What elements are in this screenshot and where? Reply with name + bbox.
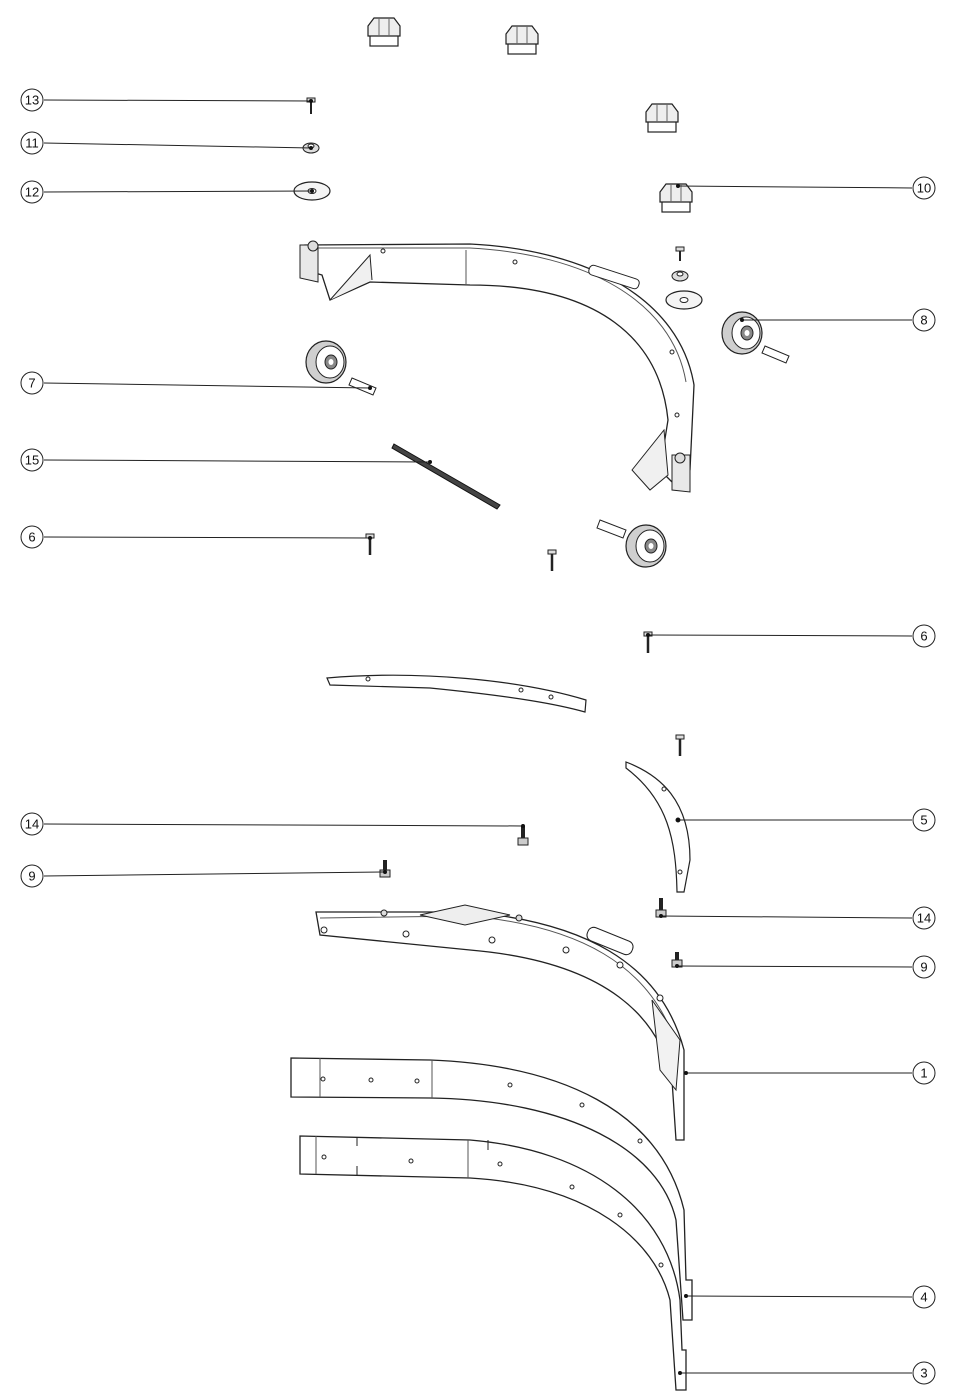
rod-part <box>391 443 501 510</box>
outer-band-part <box>290 1057 693 1321</box>
callout-label: 11 <box>25 136 39 151</box>
callout-bubble: 7 <box>20 371 44 395</box>
callout-bubble: 11 <box>20 131 44 155</box>
callout-bubble: 14 <box>20 812 44 836</box>
callout-bubble: 13 <box>20 88 44 112</box>
leader-line <box>660 915 913 919</box>
callout-bubble: 15 <box>20 448 44 472</box>
callout-label: 4 <box>920 1290 927 1305</box>
knob-part <box>659 183 693 213</box>
leader-line <box>43 142 312 149</box>
callout-label: 3 <box>920 1366 927 1381</box>
callout-bubble: 8 <box>912 308 936 332</box>
wheel-part <box>625 524 667 568</box>
leader-dot <box>309 99 313 103</box>
leader-dot <box>310 189 314 193</box>
bolt-part <box>379 860 391 878</box>
leader-dot <box>309 146 313 150</box>
callout-bubble: 9 <box>20 864 44 888</box>
leader-dot <box>521 824 525 828</box>
leader-line <box>677 185 913 189</box>
curved-strip-part <box>326 674 587 713</box>
nut-part <box>671 270 689 282</box>
callout-bubble: 5 <box>912 808 936 832</box>
leader-line <box>43 99 312 102</box>
leader-dot <box>428 460 432 464</box>
leader-dot <box>684 1294 688 1298</box>
leader-line <box>43 190 313 193</box>
screw-part <box>675 734 685 756</box>
screw-part <box>675 246 685 261</box>
knob-part <box>505 25 539 55</box>
leader-dot <box>646 633 650 637</box>
leader-line <box>43 536 371 539</box>
callout-label: 1 <box>920 1066 927 1081</box>
callout-bubble: 12 <box>20 180 44 204</box>
callout-label: 14 <box>25 817 39 832</box>
callout-label: 12 <box>25 185 39 200</box>
wheel-part <box>721 311 763 355</box>
callout-label: 6 <box>28 530 35 545</box>
callout-bubble: 6 <box>20 525 44 549</box>
leader-dot <box>368 536 372 540</box>
callout-bubble: 4 <box>912 1285 936 1309</box>
callout-bubble: 9 <box>912 955 936 979</box>
base-frame-part <box>315 904 685 1141</box>
wheel-part <box>305 340 347 384</box>
leader-line <box>43 459 431 463</box>
callout-bubble: 14 <box>912 906 936 930</box>
leader-dot <box>676 818 680 822</box>
leader-dot <box>659 914 663 918</box>
callout-label: 9 <box>920 960 927 975</box>
curved-strip-part <box>625 761 691 893</box>
inner-band-part <box>299 1135 687 1391</box>
knob-part <box>645 103 679 133</box>
leader-line <box>676 965 913 968</box>
washer-part <box>665 290 703 310</box>
callout-label: 10 <box>917 181 931 196</box>
leader-dot <box>740 318 744 322</box>
callout-label: 15 <box>25 453 39 468</box>
top-frame-part <box>299 240 695 493</box>
pin-part <box>596 519 627 539</box>
pin-part <box>761 345 790 364</box>
bolt-part <box>517 826 529 846</box>
leader-dot <box>684 1071 688 1075</box>
callout-bubble: 3 <box>912 1361 936 1385</box>
leader-line <box>43 823 524 827</box>
screw-part <box>547 549 557 571</box>
callout-label: 5 <box>920 813 927 828</box>
leader-dot <box>383 870 387 874</box>
leader-dot <box>368 386 372 390</box>
callout-label: 9 <box>28 869 35 884</box>
callout-label: 6 <box>920 629 927 644</box>
leader-dot <box>676 184 680 188</box>
pin-part <box>348 377 377 396</box>
callout-bubble: 1 <box>912 1061 936 1085</box>
leader-lines <box>43 99 913 1374</box>
callout-label: 8 <box>920 313 927 328</box>
leader-line <box>647 634 913 637</box>
callout-label: 13 <box>25 93 39 108</box>
leader-dot <box>678 1371 682 1375</box>
leader-dots <box>309 99 744 1375</box>
leader-line <box>43 871 386 877</box>
callout-bubble: 10 <box>912 176 936 200</box>
leader-line <box>685 1295 913 1298</box>
leader-dot <box>675 964 679 968</box>
callout-bubble: 6 <box>912 624 936 648</box>
leader-line <box>43 382 371 389</box>
callout-label: 7 <box>28 376 35 391</box>
callout-label: 14 <box>917 911 931 926</box>
knob-part <box>367 17 401 47</box>
